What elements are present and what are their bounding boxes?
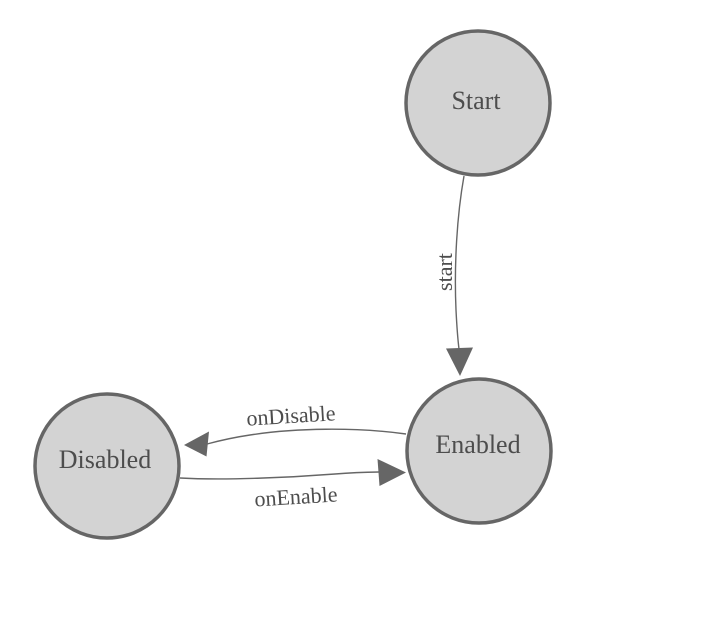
state-node-enabled-circle: [405, 377, 553, 525]
arrowhead-left-icon: [184, 431, 209, 457]
state-node-start: Start: [404, 29, 552, 177]
transition-onenable: onEnable: [179, 459, 406, 512]
transition-start-line: [454, 175, 465, 350]
arrowhead-right-icon: [377, 459, 406, 486]
transition-onenable-line: [179, 471, 380, 480]
transition-ondisable-label: onDisable: [246, 400, 337, 430]
transition-start-label: start: [432, 253, 457, 291]
transition-ondisable: onDisable: [184, 400, 407, 457]
arrowhead-down-icon: [446, 347, 473, 376]
state-node-start-circle: [404, 29, 552, 177]
state-node-disabled: Disabled: [33, 392, 181, 540]
state-node-start-label: Start: [451, 86, 501, 115]
state-node-enabled: Enabled: [405, 377, 553, 525]
transition-ondisable-line: [206, 428, 407, 445]
transition-onenable-label: onEnable: [254, 481, 338, 511]
transition-start: start: [432, 175, 473, 376]
state-node-disabled-label: Disabled: [59, 445, 151, 474]
state-node-enabled-label: Enabled: [435, 430, 520, 459]
state-node-disabled-circle: [33, 392, 181, 540]
